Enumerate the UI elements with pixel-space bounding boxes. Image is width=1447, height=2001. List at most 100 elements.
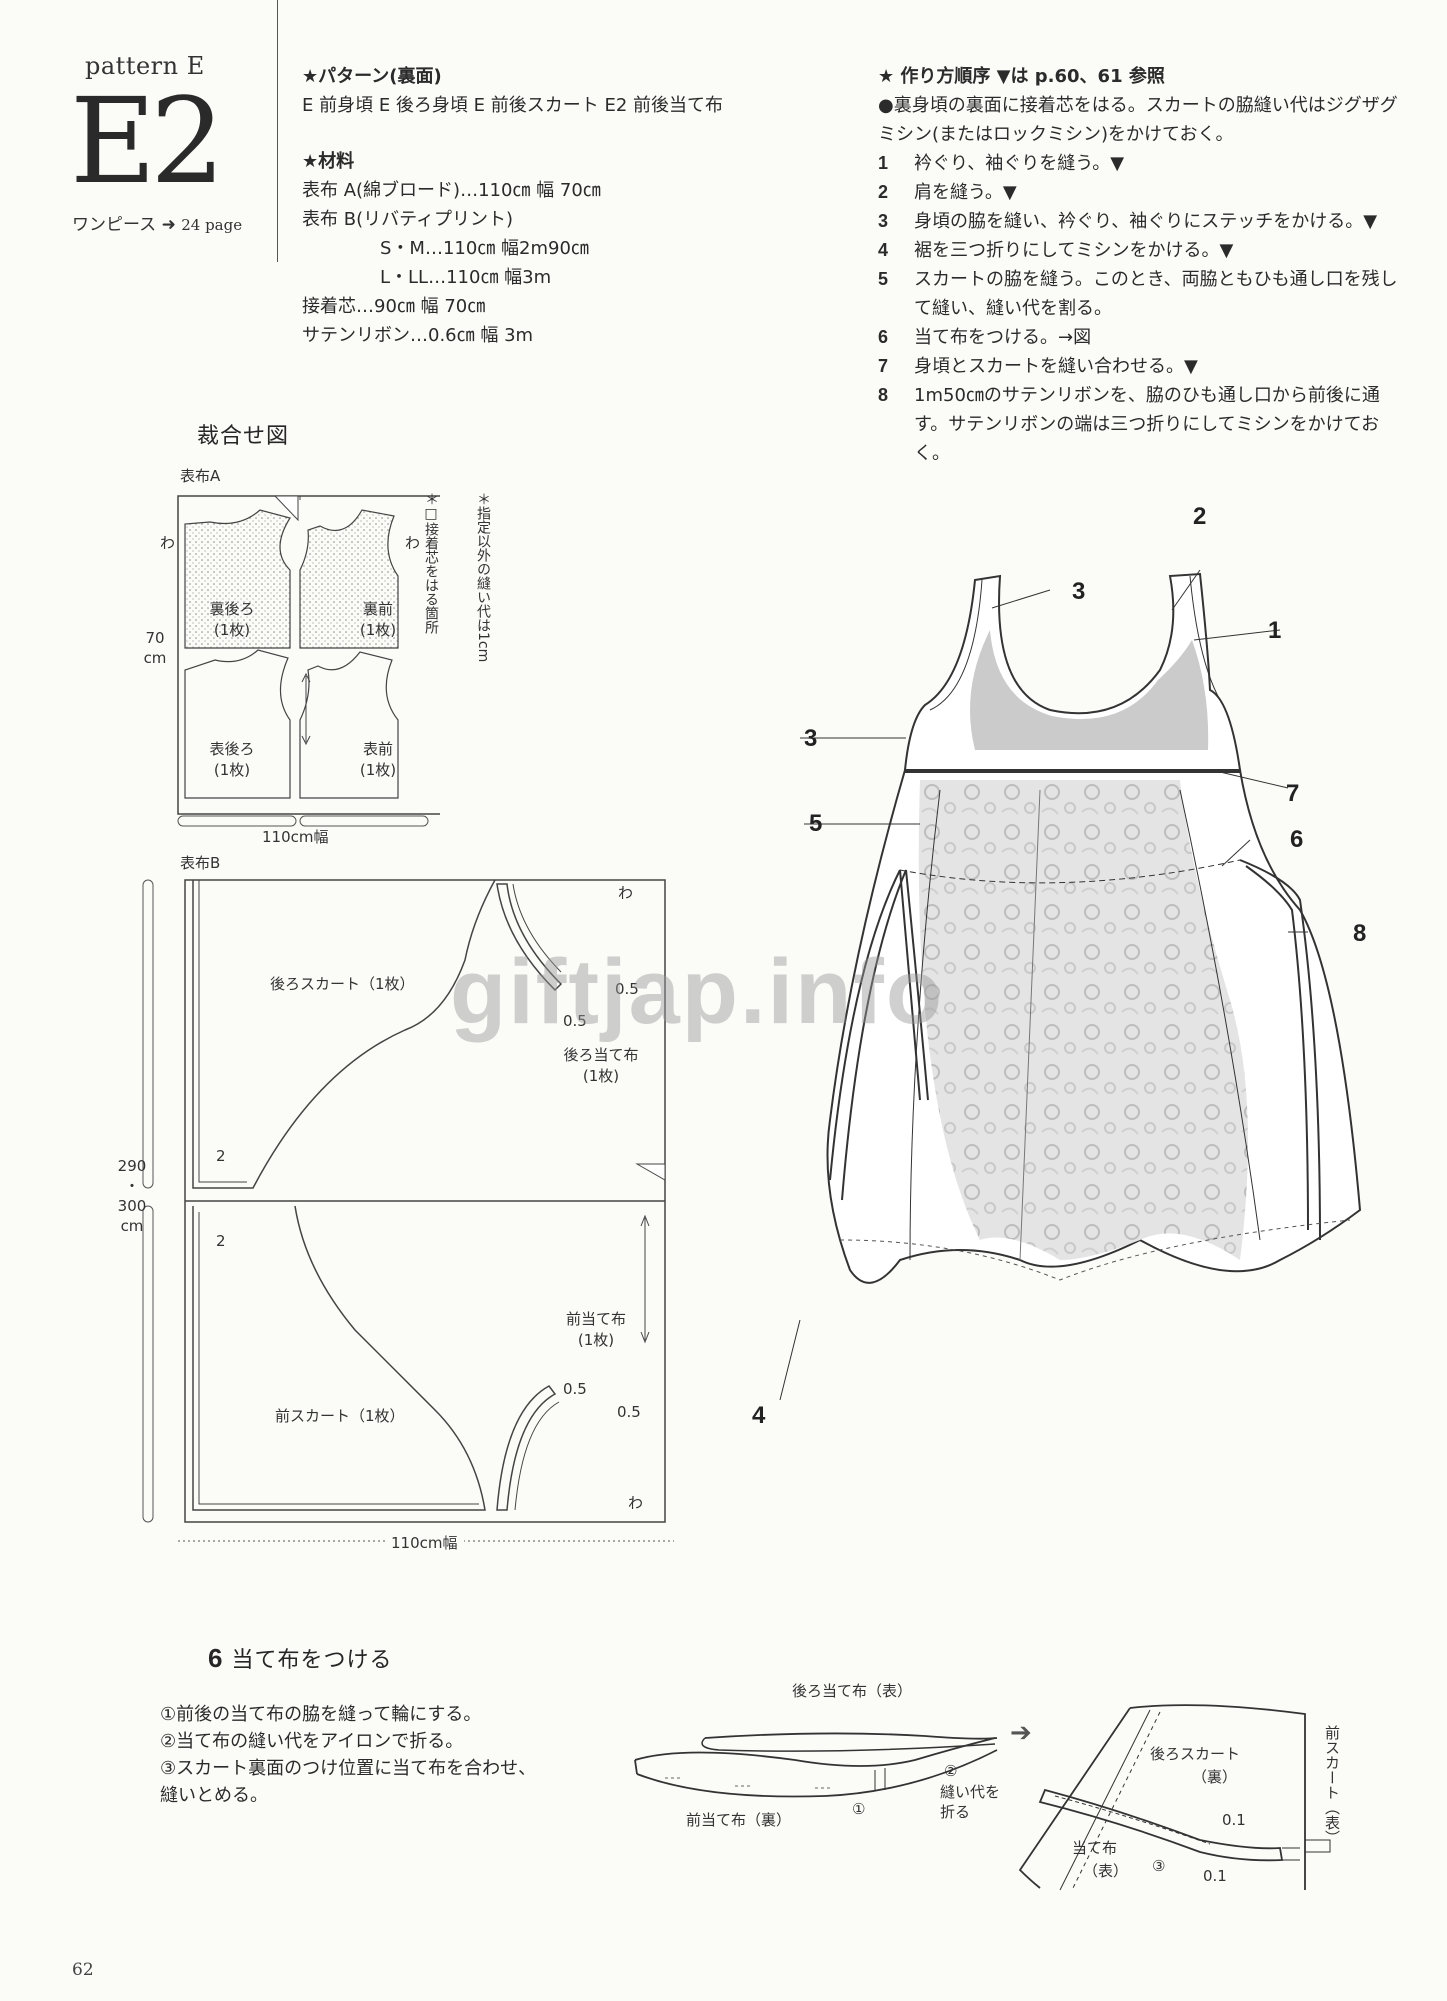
fold-mark: わ <box>405 534 421 552</box>
pattern-info: ★パターン(裏面) E 前身頃 E 後ろ身頃 E 前後スカート E2 前後当て布 <box>302 62 723 120</box>
materials-title: ★材料 <box>302 151 355 172</box>
seam-allowance: 0.5 <box>563 1012 587 1030</box>
watermark: giftjap.info <box>450 941 945 1043</box>
fabric-a-label: 表布A <box>180 467 221 485</box>
material-line: S・M…110㎝ 幅2m90㎝ <box>380 238 589 259</box>
fabric-a-width-dimension <box>177 815 429 827</box>
fold-mark: わ <box>628 1494 644 1512</box>
instruction-line: ①前後の当て布の脇を縫って輪にする。 <box>160 1704 482 1725</box>
header-divider <box>277 0 278 262</box>
notes-vertical: ＊指定以外の縫い代は1cm <box>436 492 492 712</box>
instruction-line: ③スカート裏面のつけ位置に当て布を合わせ、縫いとめる。 <box>160 1758 537 1806</box>
label-facing: 当て布 <box>1072 1839 1118 1857</box>
callout-3: 3 <box>804 725 818 752</box>
material-line: サテンリボン…0.6㎝ 幅 3m <box>302 325 534 346</box>
fabric-a-width: 110cm幅 <box>262 828 329 846</box>
fabric-b-diagram <box>142 879 666 1523</box>
material-line: 接着芯…90㎝ 幅 70㎝ <box>302 296 486 317</box>
arrow-right-icon: ➜ <box>161 215 176 235</box>
steps-note: ●裏身頃の裏面に接着芯をはる。スカートの脇縫い代はジグザグミシン(またはロックミ… <box>878 95 1398 145</box>
pattern-code: E2 <box>70 72 225 210</box>
instruction-line: ②当て布の縫い代をアイロンで折る。 <box>160 1731 464 1752</box>
page-reference: 24 page <box>181 216 243 234</box>
callout-6: 6 <box>1290 826 1304 853</box>
fabric-b-label: 表布B <box>180 854 221 872</box>
callout-2: 2 <box>1193 503 1207 530</box>
front-facing-piece <box>496 1385 557 1511</box>
label-facing-sub: （表） <box>1083 1862 1129 1880</box>
step6-number: 6 <box>208 1643 224 1673</box>
label-circled-1: ① <box>852 1800 866 1818</box>
note-interfacing: ＊□接着芯をはる箇所 <box>423 492 439 634</box>
notes-vertical: ＊□接着芯をはる箇所 <box>420 492 440 712</box>
seam-allowance: 0.5 <box>617 1403 641 1421</box>
callout-3: 3 <box>1072 578 1086 605</box>
facing-attach-diagram <box>1018 1704 1331 1891</box>
front-skirt-label: 前スカート（1枚） <box>275 1407 405 1425</box>
callout-8: 8 <box>1353 920 1367 947</box>
back-facing-piece <box>496 883 563 992</box>
materials: ★材料 表布 A(綿ブロード)…110㎝ 幅 70㎝ 表布 B(リバティプリント… <box>302 147 601 350</box>
label-front-skirt: 前スカート（表） <box>1323 1725 1341 1845</box>
fold-mark: わ <box>618 884 634 902</box>
callout-7: 7 <box>1286 780 1300 807</box>
label-back-skirt: 後ろスカート <box>1150 1745 1241 1763</box>
label-circled-3: ③ <box>1152 1857 1166 1875</box>
fold-mark: わ <box>160 534 176 552</box>
fabric-a-diagram <box>177 495 440 815</box>
page-number: 62 <box>72 1960 94 1980</box>
back-skirt-piece <box>192 879 496 1189</box>
step6-heading: 当て布をつける <box>231 1648 393 1673</box>
label-back-facing: 後ろ当て布（表） <box>792 1682 913 1700</box>
seam-allowance: 0.5 <box>563 1380 587 1398</box>
piece-label: 裏前 (1枚) <box>359 600 397 639</box>
pattern-info-title: ★パターン(裏面) <box>302 66 442 87</box>
piece-outer-front <box>299 651 399 799</box>
piece-label: 裏後ろ (1枚) <box>209 600 255 639</box>
callout-5: 5 <box>809 810 823 837</box>
callout-1: 1 <box>1268 617 1282 644</box>
back-facing-label: 後ろ当て布 (1枚) <box>563 1046 639 1085</box>
steps-title: ★ 作り方順序 ▼は p.60、61 参照 <box>878 66 1165 87</box>
label-fold-allowance: 縫い代を 折る <box>940 1783 1001 1821</box>
label-circled-2: ② <box>944 1762 958 1780</box>
back-skirt-label: 後ろスカート（1枚） <box>270 975 415 993</box>
label-stitch-01: 0.1 <box>1203 1867 1227 1885</box>
seam-allowance: 0.5 <box>615 980 639 998</box>
piece-outer-back <box>184 649 291 799</box>
hem-allowance: 2 <box>216 1232 226 1250</box>
garment-line: ワンピース ➜ 24 page <box>72 210 242 235</box>
front-facing-label: 前当て布 (1枚) <box>565 1310 626 1349</box>
piece-label: 表後ろ (1枚) <box>209 740 255 779</box>
hem-allowance: 2 <box>216 1147 226 1165</box>
pattern-label: pattern E <box>85 52 205 80</box>
step6-instructions: ①前後の当て布の脇を縫って輪にする。 ②当て布の縫い代をアイロンで折る。 ③スカ… <box>160 1701 540 1809</box>
label-back-skirt-sub: （裏） <box>1192 1768 1238 1786</box>
step6-title: 6 当て布をつける <box>208 1642 392 1674</box>
note-seam: ＊指定以外の縫い代は1cm <box>475 492 491 663</box>
material-line: L・LL…110㎝ 幅3m <box>380 267 552 288</box>
front-skirt-piece <box>192 1205 486 1511</box>
label-front-facing: 前当て布（裏） <box>686 1811 792 1829</box>
cutting-layout-title: 裁合せ図 <box>197 424 290 449</box>
assembly-steps: ★ 作り方順序 ▼は p.60、61 参照 ●裏身頃の裏面に接着芯をはる。スカー… <box>878 62 1398 468</box>
callout-4: 4 <box>752 1402 766 1429</box>
fabric-b-height: 290 ・ 300 cm <box>117 1157 147 1235</box>
piece-lining-front <box>299 509 399 649</box>
facing-ring-diagram <box>634 1732 998 1798</box>
piece-label: 表前 (1枚) <box>359 740 397 779</box>
pattern-pieces: E 前身頃 E 後ろ身頃 E 前後スカート E2 前後当て布 <box>302 95 723 116</box>
dress-illustration <box>779 569 1362 1401</box>
fabric-b-width: 110cm幅 <box>385 1532 464 1553</box>
piece-lining-back <box>184 509 291 649</box>
arrow-right-icon: ➔ <box>1010 1718 1032 1748</box>
fabric-a-outline <box>177 495 440 815</box>
